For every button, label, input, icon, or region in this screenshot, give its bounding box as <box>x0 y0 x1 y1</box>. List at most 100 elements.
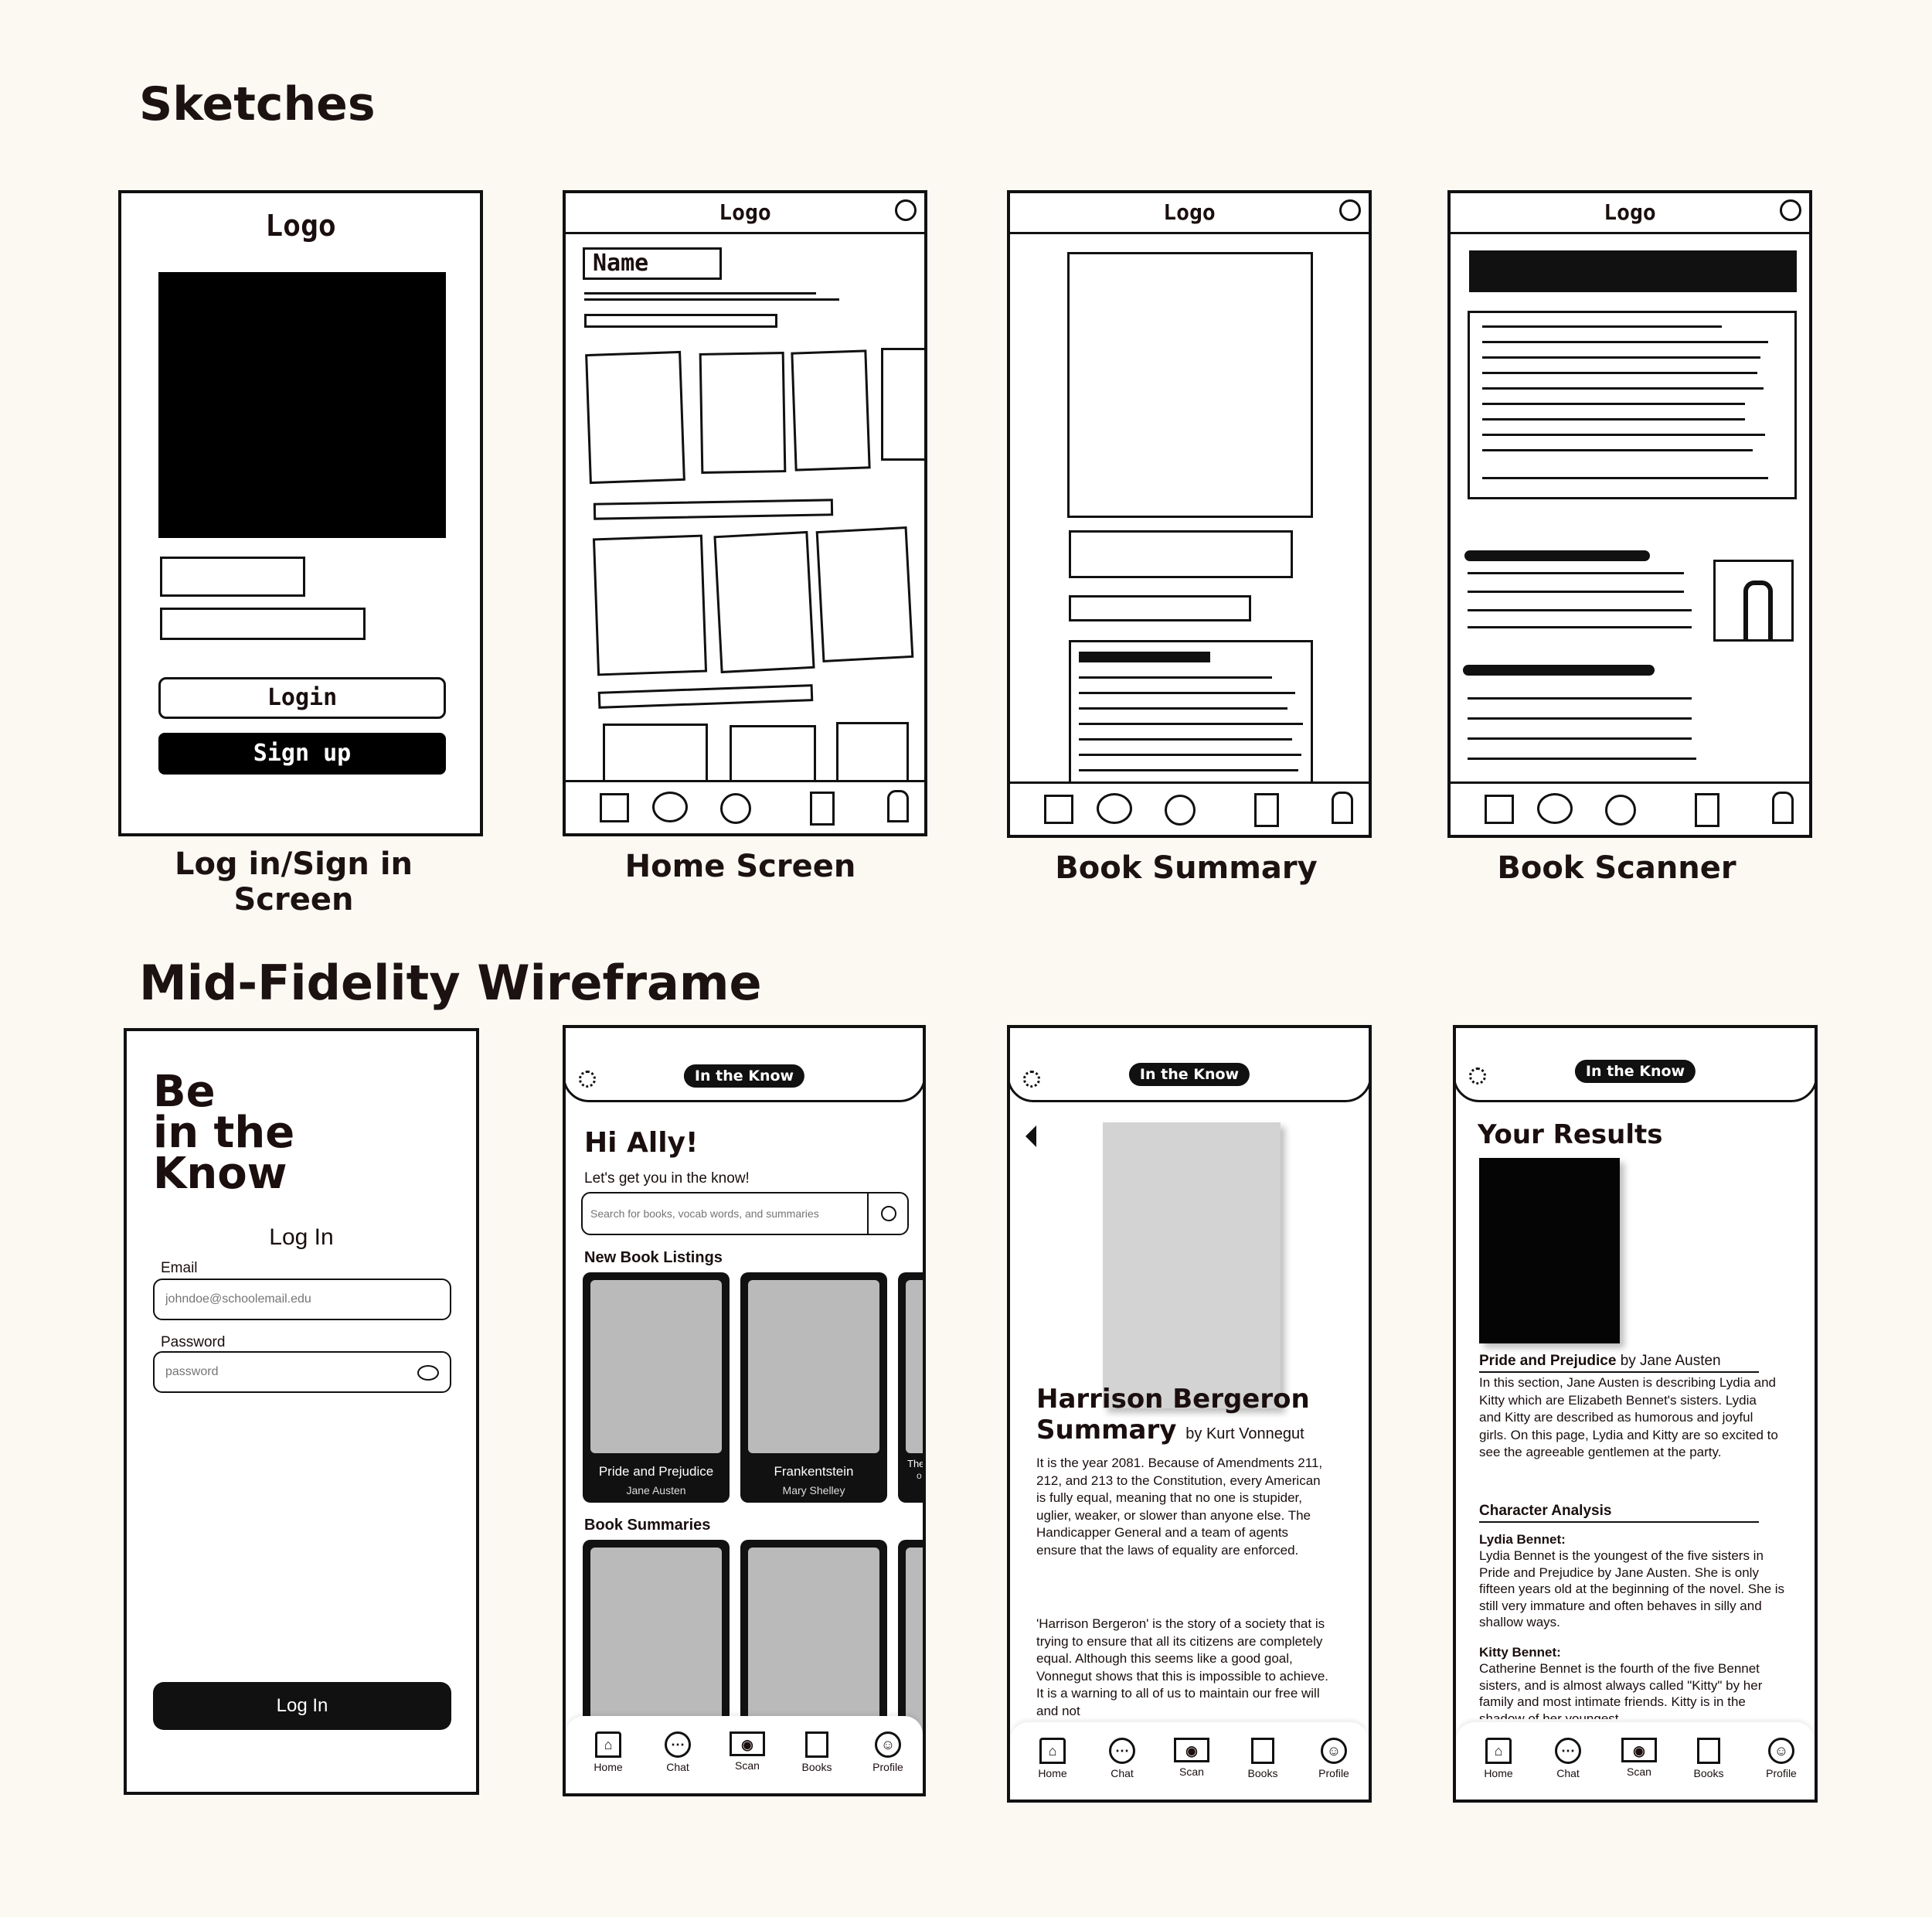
search-icon[interactable] <box>895 199 917 221</box>
settings-icon[interactable] <box>1469 1067 1486 1084</box>
results-title: Your Results <box>1478 1119 1663 1150</box>
nav-scan-label: Scan <box>1627 1765 1651 1778</box>
sketch-book-card <box>815 526 914 662</box>
nav-books[interactable]: Books <box>1236 1738 1290 1779</box>
sketch-book-card <box>713 530 815 674</box>
person-icon <box>1743 581 1773 639</box>
search-icon[interactable] <box>1780 199 1801 221</box>
book-icon[interactable] <box>1695 793 1719 827</box>
book-author: Jane Austen <box>626 1484 686 1496</box>
login-screen: Be in the Know Log In Email Password Log… <box>124 1028 479 1795</box>
nav-scan[interactable]: ◉Scan <box>720 1731 774 1772</box>
tagline-line-1: Be <box>153 1067 216 1117</box>
profile-icon: ☺ <box>875 1731 901 1758</box>
nav-home[interactable]: ⌂Home <box>581 1731 635 1773</box>
book-author: Mary Shelley <box>782 1484 845 1496</box>
nav-profile-label: Profile <box>1318 1767 1349 1779</box>
chat-icon[interactable] <box>652 792 688 822</box>
chat-icon[interactable] <box>1537 793 1573 824</box>
nav-chat[interactable]: ⋯Chat <box>1541 1738 1595 1779</box>
summary-screen: In the Know Harrison Bergeron Summary by… <box>1007 1025 1372 1803</box>
eye-off-icon[interactable] <box>417 1365 439 1381</box>
back-icon[interactable] <box>1026 1125 1036 1147</box>
home-icon: ⌂ <box>1485 1738 1512 1764</box>
sketch-bottom-nav <box>566 780 924 833</box>
login-button[interactable]: Log In <box>153 1682 451 1730</box>
sketch-email-field[interactable] <box>160 557 305 597</box>
settings-icon[interactable] <box>579 1071 596 1088</box>
nav-scan[interactable]: ◉Scan <box>1612 1738 1666 1778</box>
summary-title: Harrison Bergeron Summary by Kurt Vonneg… <box>1036 1384 1310 1449</box>
chat-icon: ⋯ <box>1555 1738 1581 1764</box>
scan-icon[interactable] <box>720 793 751 824</box>
nav-chat-label: Chat <box>666 1761 689 1773</box>
password-field[interactable] <box>153 1351 451 1393</box>
nav-profile[interactable]: ☺Profile <box>861 1731 915 1773</box>
sketch-summary-heading <box>1079 652 1210 662</box>
nav-profile[interactable]: ☺Profile <box>1754 1738 1808 1779</box>
book-card[interactable]: The o <box>898 1272 923 1503</box>
search-button[interactable] <box>867 1193 869 1234</box>
search-icon[interactable] <box>881 1206 896 1221</box>
bottom-nav: ⌂Home ⋯Chat ◉Scan Books ☺Profile <box>1010 1722 1369 1800</box>
sketch-heading-stroke <box>1463 665 1655 676</box>
summary-title-line-1: Harrison Bergeron <box>1036 1384 1310 1415</box>
app-name-badge: In the Know <box>1574 1060 1696 1083</box>
nav-books[interactable]: Books <box>790 1731 844 1773</box>
book-icon[interactable] <box>810 792 835 826</box>
nav-profile[interactable]: ☺Profile <box>1307 1738 1361 1779</box>
nav-books[interactable]: Books <box>1682 1738 1736 1779</box>
scan-icon[interactable] <box>1165 795 1196 826</box>
profile-icon[interactable] <box>1332 792 1353 824</box>
sketch-line <box>584 298 839 301</box>
scanned-book-author: by Jane Austen <box>1620 1353 1721 1369</box>
book-card[interactable]: Pride and Prejudice Jane Austen <box>583 1272 730 1503</box>
sketches-heading: Sketches <box>139 77 376 131</box>
home-icon[interactable] <box>1485 795 1514 824</box>
home-icon[interactable] <box>600 793 629 822</box>
home-icon[interactable] <box>1044 795 1073 824</box>
book-summaries-heading: Book Summaries <box>584 1517 711 1534</box>
search-input[interactable] <box>581 1192 909 1235</box>
nav-home[interactable]: ⌂ Home <box>1471 1738 1526 1779</box>
settings-icon[interactable] <box>1023 1071 1040 1088</box>
caption-home: Home Screen <box>624 849 856 884</box>
book-cover-image <box>590 1280 722 1453</box>
book-cover-image <box>906 1280 923 1453</box>
sketch-password-field[interactable] <box>160 608 366 640</box>
nav-profile-label: Profile <box>1766 1767 1797 1779</box>
book-icon <box>1251 1738 1274 1764</box>
book-title: Frankentstein <box>774 1464 854 1479</box>
nav-books-label: Books <box>801 1761 832 1773</box>
tagline-line-2: in the <box>153 1108 295 1158</box>
nav-chat-label: Chat <box>1111 1767 1134 1779</box>
nav-chat[interactable]: ⋯ Chat <box>651 1731 705 1773</box>
caption-scanner: Book Scanner <box>1497 850 1736 886</box>
search-icon[interactable] <box>1339 199 1361 221</box>
nav-home-label: Home <box>594 1761 623 1773</box>
nav-home[interactable]: ⌂Home <box>1026 1738 1080 1779</box>
nav-home-label: Home <box>1484 1767 1513 1779</box>
profile-icon[interactable] <box>887 790 909 822</box>
nav-chat[interactable]: ⋯Chat <box>1095 1738 1149 1779</box>
profile-icon[interactable] <box>1772 792 1794 824</box>
scan-icon: ◉ <box>730 1731 765 1756</box>
nav-books-label: Books <box>1247 1767 1278 1779</box>
sketch-header: Logo <box>566 193 924 234</box>
greeting-subtitle: Let's get you in the know! <box>584 1170 750 1187</box>
book-card[interactable]: Frankentstein Mary Shelley <box>740 1272 887 1503</box>
new-listings-heading: New Book Listings <box>584 1249 723 1266</box>
nav-scan[interactable]: ◉Scan <box>1165 1738 1219 1778</box>
nav-books-label: Books <box>1693 1767 1724 1779</box>
tagline-line-3: Know <box>153 1149 287 1199</box>
sketch-signup-button[interactable]: Sign up <box>158 733 446 775</box>
email-field[interactable] <box>153 1279 451 1320</box>
sketch-login-button[interactable]: Login <box>158 677 446 719</box>
chat-icon[interactable] <box>1097 793 1132 824</box>
scanned-book-title: Pride and Prejudice <box>1479 1353 1617 1369</box>
nav-scan-label: Scan <box>1179 1765 1204 1778</box>
book-icon[interactable] <box>1254 793 1279 827</box>
chat-icon: ⋯ <box>665 1731 691 1758</box>
scan-icon[interactable] <box>1605 795 1636 826</box>
sketch-header: Logo <box>1010 193 1369 234</box>
